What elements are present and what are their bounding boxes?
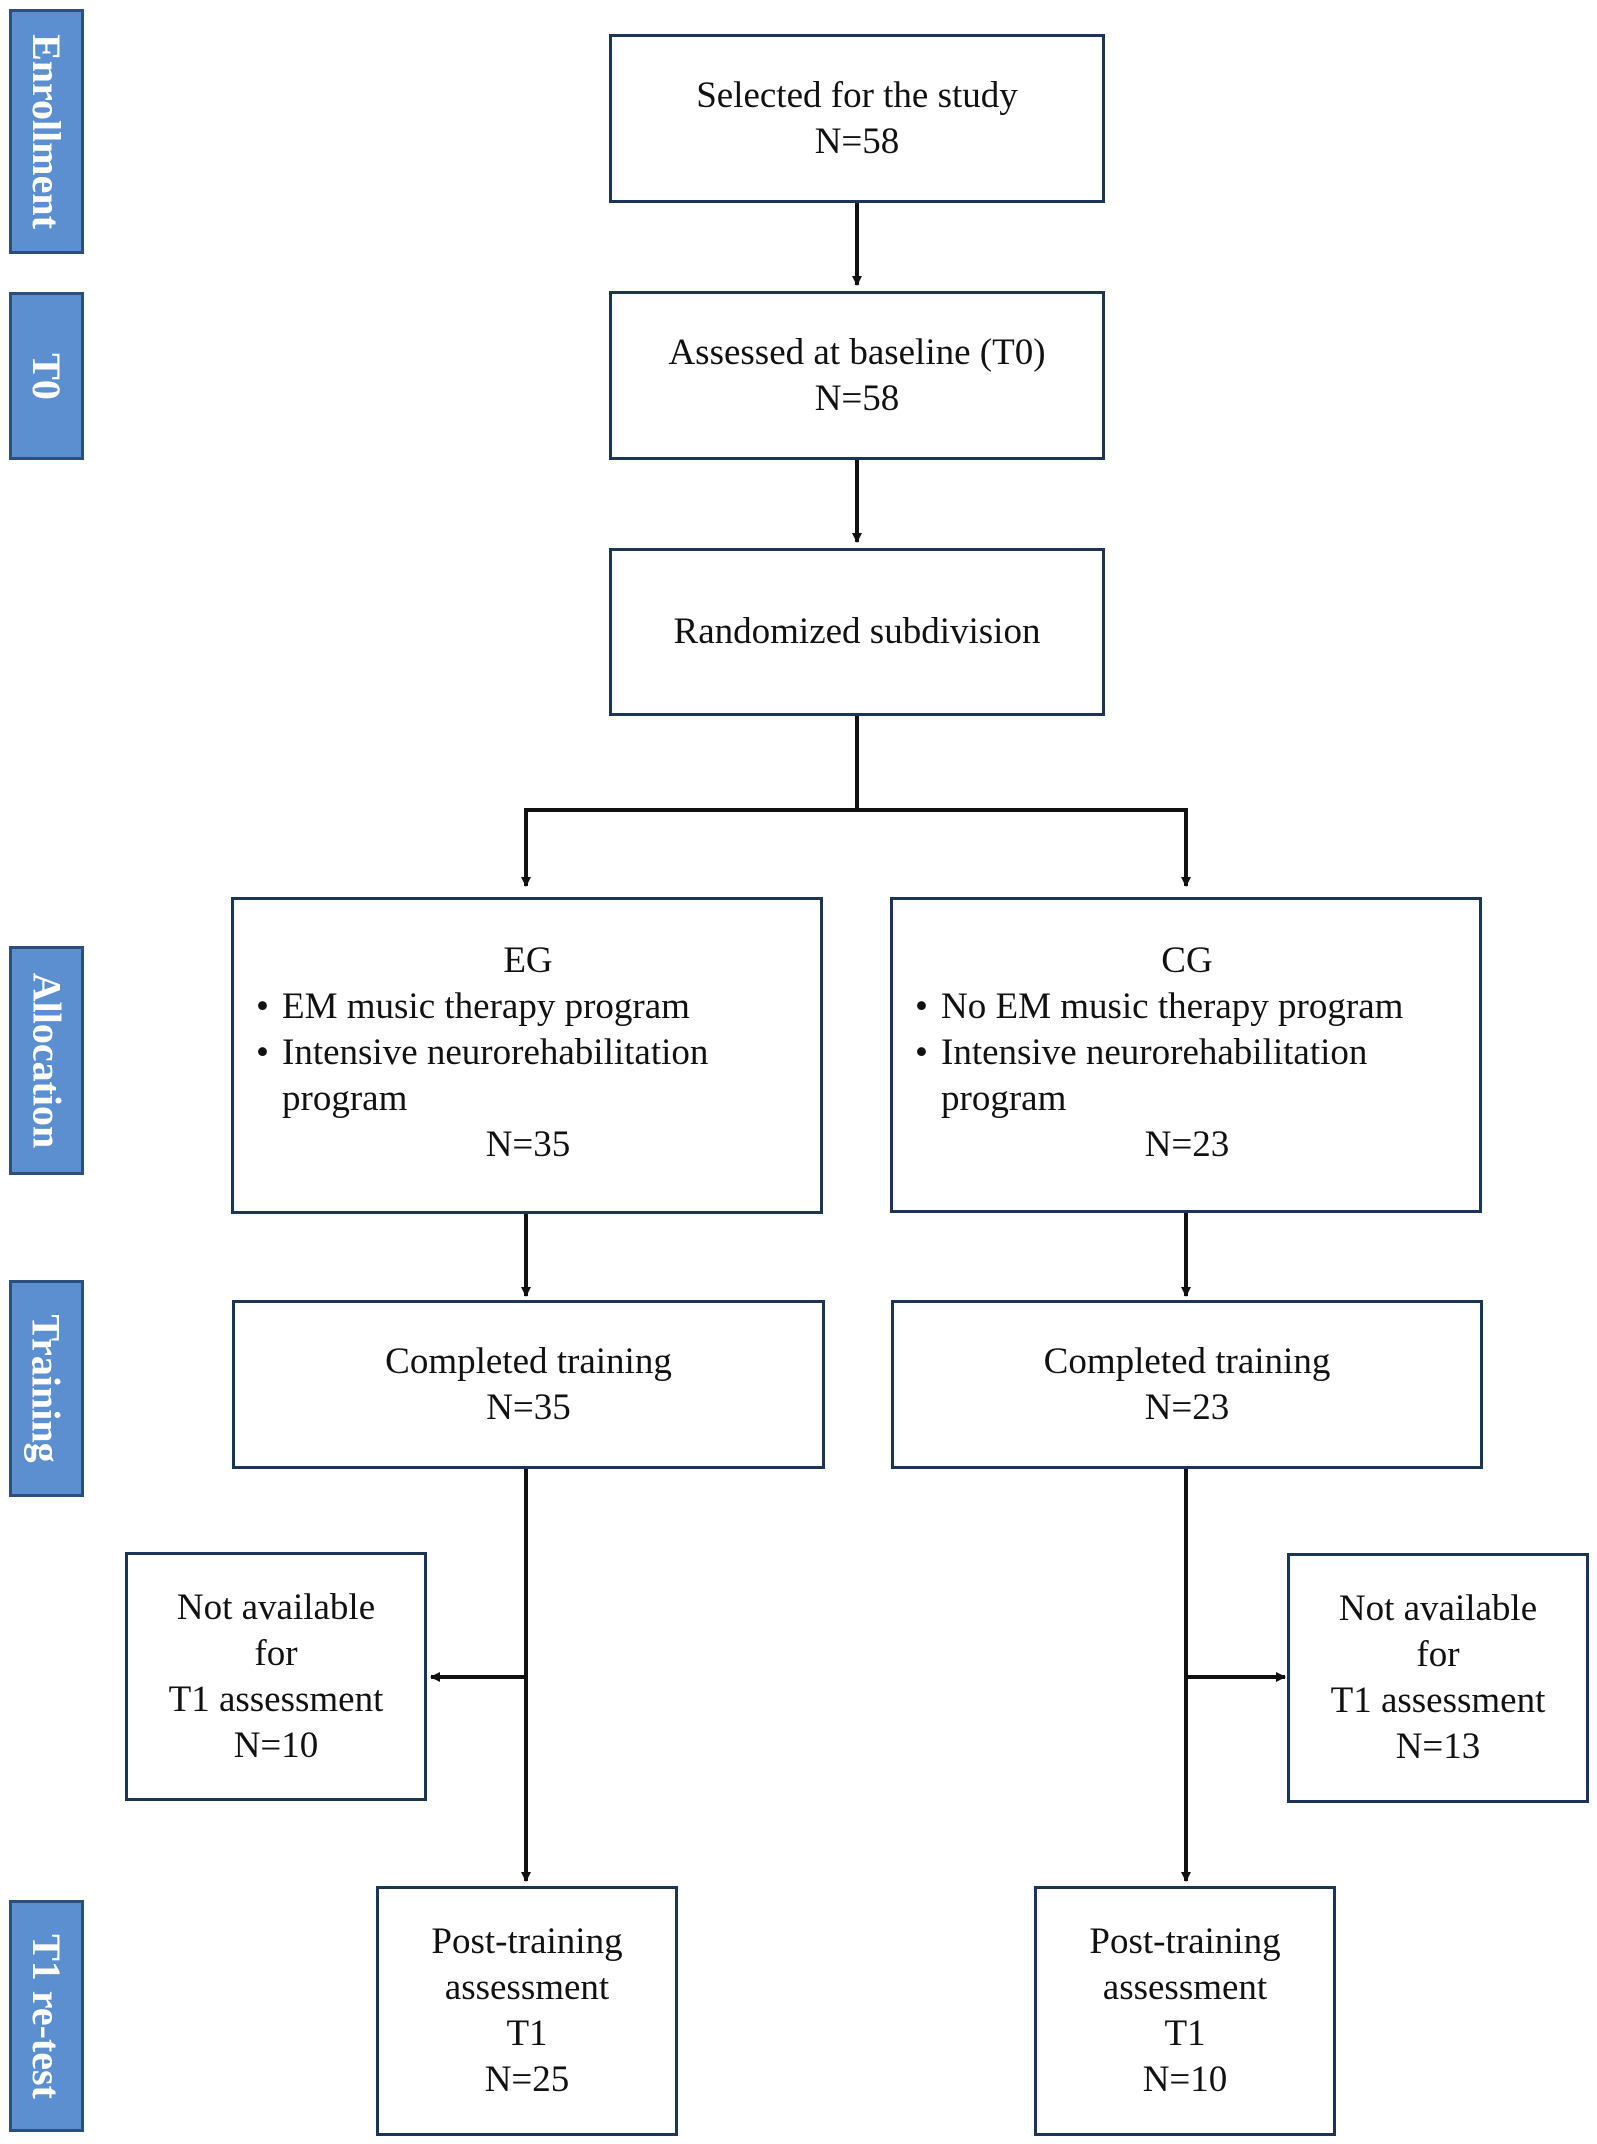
stage-t1-retest-label: T1 re-test xyxy=(24,1933,69,2099)
eg-unavailable-line2: for xyxy=(254,1632,298,1674)
eg-title: EG xyxy=(503,940,553,981)
eg-unavailable-box: Not available for T1 assessment N=10 xyxy=(125,1552,427,1801)
eg-count: N=35 xyxy=(485,1124,571,1165)
eg-training-count: N=35 xyxy=(486,1386,571,1428)
eg-unavailable-count: N=10 xyxy=(233,1724,319,1766)
cg-bullet-2: Intensive neurorehabilitation program xyxy=(915,1030,1459,1122)
eg-training-text: Completed training xyxy=(385,1340,672,1382)
stage-enrollment: Enrollment xyxy=(9,9,84,254)
cg-post-line2: assessment xyxy=(1102,1967,1268,2008)
eg-post-training-box: Post-training assessment T1 N=25 xyxy=(376,1886,678,2136)
cg-title: CG xyxy=(1161,940,1213,981)
cg-unavailable-line2: for xyxy=(1416,1634,1460,1675)
stage-training-label: Training xyxy=(24,1314,69,1463)
cg-training-count: N=23 xyxy=(1144,1386,1230,1428)
cg-unavailable-line1: Not available xyxy=(1338,1588,1538,1629)
eg-bullet-2: Intensive neurorehabilitation program xyxy=(256,1030,800,1122)
eg-post-line3: T1 xyxy=(506,2013,548,2054)
randomized-box: Randomized subdivision xyxy=(609,548,1105,716)
eg-bullet-list: EM music therapy program Intensive neuro… xyxy=(256,984,800,1122)
selected-count: N=58 xyxy=(814,120,900,162)
eg-unavailable-line1: Not available xyxy=(176,1586,376,1628)
cg-bullet-1: No EM music therapy program xyxy=(915,984,1459,1030)
cg-post-line1: Post-training xyxy=(1089,1921,1281,1962)
eg-training-box: Completed training N=35 xyxy=(232,1300,825,1469)
cg-count: N=23 xyxy=(1144,1124,1230,1165)
cg-unavailable-line3: T1 assessment xyxy=(1330,1680,1546,1721)
eg-bullet-1: EM music therapy program xyxy=(256,984,800,1030)
stage-t0-label: T0 xyxy=(24,352,69,400)
stage-training: Training xyxy=(9,1280,84,1497)
cg-post-line3: T1 xyxy=(1164,2013,1206,2054)
cg-training-box: Completed training N=23 xyxy=(891,1300,1483,1469)
stage-allocation: Allocation xyxy=(9,946,84,1175)
randomized-text: Randomized subdivision xyxy=(673,611,1041,652)
baseline-text: Assessed at baseline (T0) xyxy=(668,331,1046,373)
cg-training-text: Completed training xyxy=(1043,1340,1331,1382)
cg-post-training-box: Post-training assessment T1 N=10 xyxy=(1034,1886,1336,2136)
baseline-count: N=58 xyxy=(814,377,900,419)
cg-unavailable-box: Not available for T1 assessment N=13 xyxy=(1287,1553,1589,1803)
stage-t1-retest: T1 re-test xyxy=(9,1900,84,2132)
cg-unavailable-count: N=13 xyxy=(1395,1726,1481,1767)
baseline-box: Assessed at baseline (T0) N=58 xyxy=(609,291,1105,460)
eg-allocation-box: EG EM music therapy program Intensive ne… xyxy=(231,897,823,1214)
selected-text: Selected for the study xyxy=(696,74,1018,116)
selected-box: Selected for the study N=58 xyxy=(609,34,1105,203)
cg-allocation-box: CG No EM music therapy program Intensive… xyxy=(890,897,1482,1213)
eg-post-line1: Post-training xyxy=(431,1921,623,1962)
eg-post-count: N=25 xyxy=(484,2059,570,2100)
cg-post-count: N=10 xyxy=(1142,2059,1228,2100)
eg-post-line2: assessment xyxy=(444,1967,610,2008)
stage-enrollment-label: Enrollment xyxy=(24,34,70,229)
eg-unavailable-line3: T1 assessment xyxy=(168,1678,384,1720)
stage-allocation-label: Allocation xyxy=(24,972,70,1149)
cg-bullet-list: No EM music therapy program Intensive ne… xyxy=(915,984,1459,1122)
stage-t0: T0 xyxy=(9,292,84,460)
